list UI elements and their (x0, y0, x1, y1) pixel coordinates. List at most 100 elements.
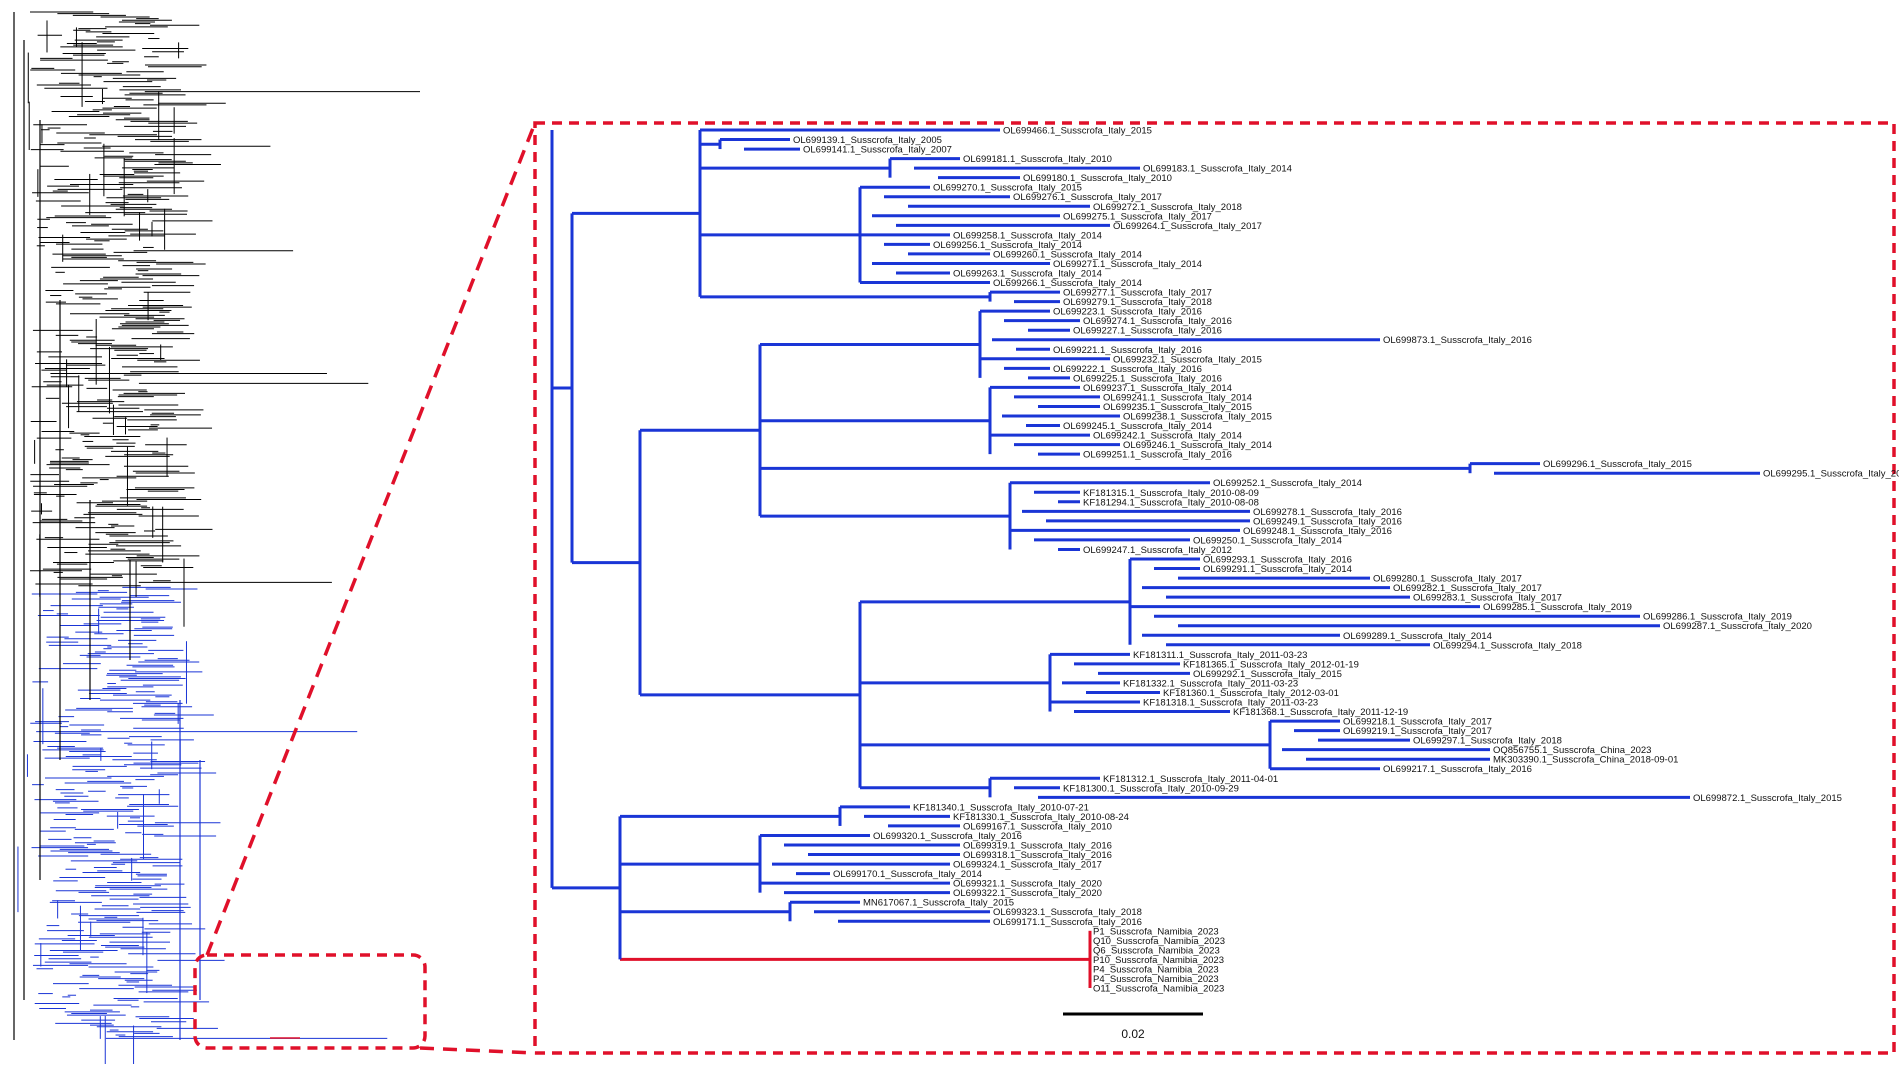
leaf-label: OL699296.1_Susscrofa_Italy_2015 (1543, 459, 1692, 470)
leaf-label: OL699279.1_Susscrofa_Italy_2018 (1063, 297, 1212, 308)
leaf-label: OL699272.1_Susscrofa_Italy_2018 (1093, 202, 1242, 213)
clade-cluster-3: OL699181.1_Susscrofa_Italy_2010OL699183.… (888, 154, 1292, 184)
clade-cluster-11: KF181311.1_Susscrofa_Italy_2011-03-23KF1… (1048, 650, 1408, 718)
leaf-label: OL699282.1_Susscrofa_Italy_2017 (1393, 583, 1542, 594)
leaf-label: KF181312.1_Susscrofa_Italy_2011-04-01 (1103, 774, 1278, 785)
leaf-label: OL699266.1_Susscrofa_Italy_2014 (993, 278, 1142, 289)
leaf-label: OL699280.1_Susscrofa_Italy_2017 (1373, 574, 1522, 585)
clade-cluster-14: KF181340.1_Susscrofa_Italy_2010-07-21KF1… (838, 802, 1129, 832)
leaf-label: OL699276.1_Susscrofa_Italy_2017 (1013, 192, 1162, 203)
leaf-label: OL699318.1_Susscrofa_Italy_2016 (963, 850, 1112, 861)
leaf-label: OL699183.1_Susscrofa_Italy_2014 (1143, 164, 1292, 175)
clade-cluster-1: OL699466.1_Susscrofa_Italy_2015 (930, 126, 1152, 137)
leaf-label: OL699222.1_Susscrofa_Italy_2016 (1053, 364, 1202, 375)
leaf-label: OL699286.1_Susscrofa_Italy_2019 (1643, 612, 1792, 623)
leaf-label: OL699167.1_Susscrofa_Italy_2010 (963, 821, 1112, 832)
leaf-label: P4_Susscrofa_Namibia_2023 (1093, 964, 1219, 975)
leaf-label: KF181318.1_Susscrofa_Italy_2011-03-23 (1143, 698, 1318, 709)
leaf-label: OL699225.1_Susscrofa_Italy_2016 (1073, 373, 1222, 384)
leaf-label: OL699241.1_Susscrofa_Italy_2014 (1103, 392, 1252, 403)
leaf-label: OL699292.1_Susscrofa_Italy_2015 (1193, 669, 1342, 680)
leaf-label: OL699217.1_Susscrofa_Italy_2016 (1383, 764, 1532, 775)
overview-tree (13, 11, 420, 1069)
leaf-label: OL699320.1_Susscrofa_Italy_2016 (873, 831, 1022, 842)
leaf-label: KF181360.1_Susscrofa_Italy_2012-03-01 (1163, 688, 1339, 699)
leaf-label: OL699249.1_Susscrofa_Italy_2016 (1253, 516, 1402, 527)
clade-cluster-15: OL699320.1_Susscrofa_Italy_2016OL699319.… (758, 831, 1112, 899)
leaf-label: OL699246.1_Susscrofa_Italy_2014 (1123, 440, 1272, 451)
leaf-label: OL699270.1_Susscrofa_Italy_2015 (933, 183, 1082, 194)
leaf-label: Q10_Susscrofa_Namibia_2023 (1093, 936, 1225, 947)
leaf-label: OL699171.1_Susscrofa_Italy_2016 (993, 917, 1142, 928)
leaf-label: P10_Susscrofa_Namibia_2023 (1093, 955, 1224, 966)
leaf-label: OL699223.1_Susscrofa_Italy_2016 (1053, 307, 1202, 318)
leaf-label: MN617067.1_Susscrofa_Italy_2015 (863, 898, 1014, 909)
leaf-label: OL699323.1_Susscrofa_Italy_2018 (993, 907, 1142, 918)
clade-backbone (550, 128, 1470, 961)
leaf-label: OL699242.1_Susscrofa_Italy_2014 (1093, 431, 1242, 442)
leaf-label: KF181311.1_Susscrofa_Italy_2011-03-23 (1133, 650, 1307, 661)
leaf-label: OL699283.1_Susscrofa_Italy_2017 (1413, 593, 1562, 604)
leaf-label: OQ856755.1_Susscrofa_China_2023 (1493, 745, 1651, 756)
leaf-label: KF181368.1_Susscrofa_Italy_2011-12-19 (1233, 707, 1408, 718)
clade-cluster-8: OL699296.1_Susscrofa_Italy_2015OL699295.… (1468, 459, 1899, 480)
zoom-connector-bottom (419, 1046, 536, 1055)
leaf-label: OL699295.1_Susscrofa_Italy_2013 (1763, 469, 1899, 480)
leaf-label: OL699321.1_Susscrofa_Italy_2020 (953, 879, 1102, 890)
leaf-label: MK303390.1_Susscrofa_China_2018-09-01 (1493, 755, 1678, 766)
zoom-source-box (193, 953, 427, 1050)
clade-cluster-5: OL699277.1_Susscrofa_Italy_2017OL699279.… (988, 288, 1212, 308)
clade-cluster-7: OL699237.1_Susscrofa_Italy_2014OL699241.… (988, 383, 1272, 461)
leaf-label: OL699289.1_Susscrofa_Italy_2014 (1343, 631, 1492, 642)
clade-cluster-10: OL699293.1_Susscrofa_Italy_2016OL699291.… (1128, 555, 1812, 651)
clade-cluster-4: OL699270.1_Susscrofa_Italy_2015OL699276.… (858, 183, 1262, 289)
leaf-label: Q6_Susscrofa_Namibia_2023 (1093, 945, 1220, 956)
leaf-label: OL699322.1_Susscrofa_Italy_2020 (953, 888, 1102, 899)
leaf-label: OL699221.1_Susscrofa_Italy_2016 (1053, 345, 1202, 356)
leaf-label: OL699256.1_Susscrofa_Italy_2014 (933, 240, 1082, 251)
clade-cluster-2: OL699139.1_Susscrofa_Italy_2005OL699141.… (718, 135, 952, 156)
zoom-connector-top (205, 122, 537, 956)
leaf-label: OL699245.1_Susscrofa_Italy_2014 (1063, 421, 1212, 432)
leaf-label: KF181340.1_Susscrofa_Italy_2010-07-21 (913, 802, 1089, 813)
leaf-label: OL699181.1_Susscrofa_Italy_2010 (963, 154, 1112, 165)
leaf-label: OL699294.1_Susscrofa_Italy_2018 (1433, 640, 1582, 651)
leaf-label: OL699285.1_Susscrofa_Italy_2019 (1483, 602, 1632, 613)
zoom-frame (193, 121, 1896, 1055)
clade-cluster-6: OL699223.1_Susscrofa_Italy_2016OL699274.… (978, 307, 1532, 384)
leaf-label: OL699319.1_Susscrofa_Italy_2016 (963, 841, 1112, 852)
leaf-label: OL699271.1_Susscrofa_Italy_2014 (1053, 259, 1202, 270)
leaf-label: OL699293.1_Susscrofa_Italy_2016 (1203, 555, 1352, 566)
leaf-label: OL699237.1_Susscrofa_Italy_2014 (1083, 383, 1232, 394)
zoomed-clade-tree: OL699466.1_Susscrofa_Italy_2015OL699139.… (550, 126, 1899, 995)
leaf-label: P1_Susscrofa_Namibia_2023 (1093, 926, 1219, 937)
leaf-label: OL699170.1_Susscrofa_Italy_2014 (833, 869, 982, 880)
leaf-label: OL699252.1_Susscrofa_Italy_2014 (1213, 478, 1362, 489)
leaf-label: KF181332.1_Susscrofa_Italy_2011-03-23 (1123, 678, 1298, 689)
leaf-label: OL699274.1_Susscrofa_Italy_2016 (1083, 316, 1232, 327)
leaf-label: OL699258.1_Susscrofa_Italy_2014 (953, 230, 1102, 241)
leaf-label: OL699263.1_Susscrofa_Italy_2014 (953, 269, 1102, 280)
leaf-label: OL699247.1_Susscrofa_Italy_2012 (1083, 545, 1232, 556)
leaf-label: OL699291.1_Susscrofa_Italy_2014 (1203, 564, 1352, 575)
zoom-target-box (533, 121, 1896, 1055)
leaf-label: OL699227.1_Susscrofa_Italy_2016 (1073, 326, 1222, 337)
clade-cluster-13: KF181312.1_Susscrofa_Italy_2011-04-01KF1… (988, 774, 1842, 804)
clade-cluster-12: OL699218.1_Susscrofa_Italy_2017OL699219.… (1268, 717, 1678, 775)
clade-cluster-16: MN617067.1_Susscrofa_Italy_2015OL699323.… (788, 898, 1142, 928)
leaf-label: OL699232.1_Susscrofa_Italy_2015 (1113, 354, 1262, 365)
leaf-label: KF181315.1_Susscrofa_Italy_2010-08-09 (1083, 488, 1259, 499)
leaf-label: OL699141.1_Susscrofa_Italy_2007 (803, 145, 952, 156)
leaf-label: OL699251.1_Susscrofa_Italy_2016 (1083, 450, 1232, 461)
leaf-label: OL699297.1_Susscrofa_Italy_2018 (1413, 736, 1562, 747)
leaf-label: OL699260.1_Susscrofa_Italy_2014 (993, 249, 1142, 260)
leaf-label: OL699324.1_Susscrofa_Italy_2017 (953, 860, 1102, 871)
leaf-label: OL699219.1_Susscrofa_Italy_2017 (1343, 726, 1492, 737)
leaf-label: OL699264.1_Susscrofa_Italy_2017 (1113, 221, 1262, 232)
leaf-label: OL699235.1_Susscrofa_Italy_2015 (1103, 402, 1252, 413)
leaf-label: OL699872.1_Susscrofa_Italy_2015 (1693, 793, 1842, 804)
leaf-label: OL699275.1_Susscrofa_Italy_2017 (1063, 211, 1212, 222)
leaf-label: OL699248.1_Susscrofa_Italy_2016 (1243, 526, 1392, 537)
scale-bar: 0.02 (1063, 1012, 1203, 1041)
